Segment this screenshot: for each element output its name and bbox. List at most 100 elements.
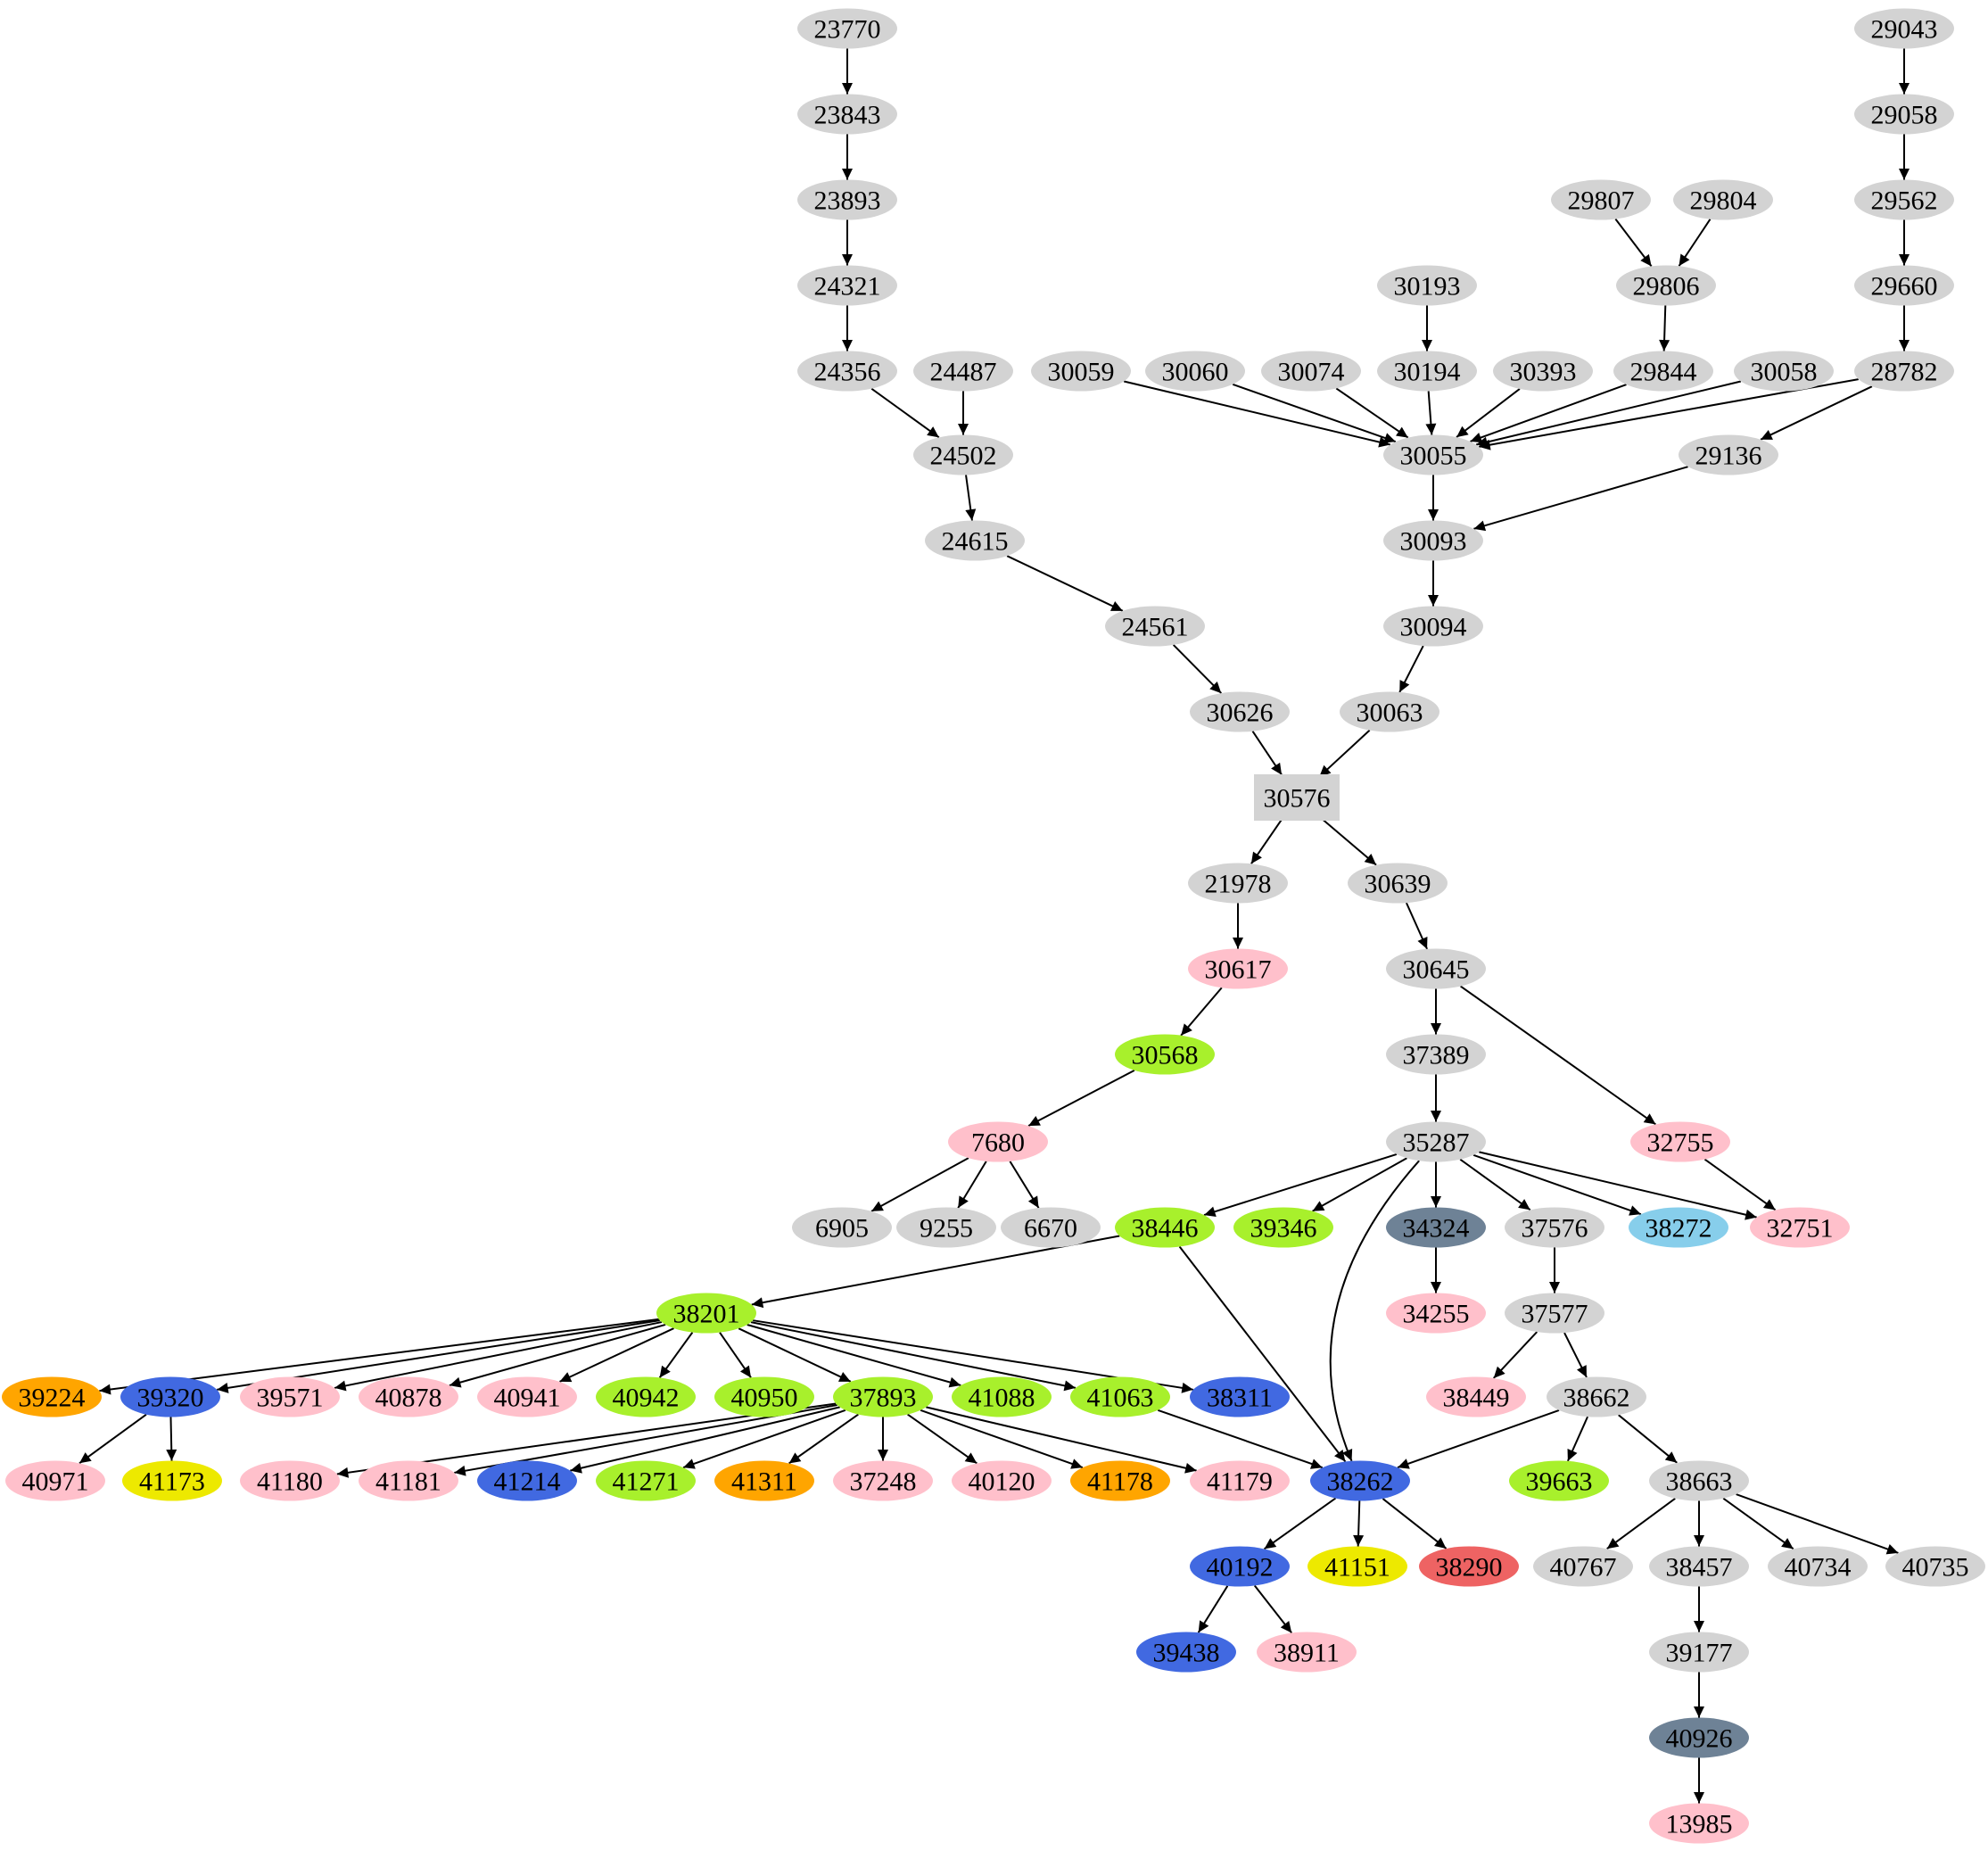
- graph-node-30393: 30393: [1493, 351, 1593, 392]
- edge-38662-38262: [1397, 1409, 1560, 1469]
- node-ellipse-shape: [240, 1376, 340, 1417]
- graph-node-30568: 30568: [1115, 1034, 1215, 1075]
- node-ellipse-shape: [833, 1376, 933, 1417]
- edge-39320-40971: [78, 1413, 147, 1465]
- graph-node-30193: 30193: [1377, 265, 1477, 306]
- graph-node-29844: 29844: [1613, 351, 1713, 392]
- edge-32755-32751: [1703, 1158, 1777, 1211]
- node-label: 40192: [1207, 1553, 1274, 1582]
- node-label: 39571: [257, 1384, 324, 1413]
- node-ellipse-shape: [1386, 948, 1486, 989]
- graph-node-41311: 41311: [714, 1460, 814, 1501]
- node-ellipse-shape: [1310, 1460, 1410, 1501]
- node-label: 30058: [1751, 358, 1818, 387]
- graph-node-32751: 32751: [1750, 1207, 1850, 1248]
- graph-node-41179: 41179: [1190, 1460, 1290, 1501]
- node-label: 38262: [1327, 1467, 1394, 1497]
- node-label: 24615: [942, 527, 1009, 557]
- graph-node-7680: 7680: [948, 1121, 1048, 1162]
- node-ellipse-shape: [1854, 265, 1954, 306]
- node-label: 30193: [1394, 272, 1461, 302]
- graph-node-29806: 29806: [1616, 265, 1716, 306]
- edge-24561-30626: [1172, 644, 1223, 694]
- graph-node-29136: 29136: [1679, 434, 1778, 475]
- node-ellipse-shape: [5, 1460, 105, 1501]
- node-ellipse-shape: [1649, 1803, 1749, 1844]
- node-ellipse-shape: [1001, 1207, 1101, 1248]
- graph-node-32755: 32755: [1630, 1121, 1730, 1162]
- graph-node-6905: 6905: [792, 1207, 892, 1248]
- graph-node-35287: 35287: [1386, 1121, 1486, 1162]
- node-label: 41179: [1207, 1467, 1273, 1497]
- graph-node-41063: 41063: [1070, 1376, 1170, 1417]
- node-label: 41214: [494, 1467, 561, 1497]
- node-ellipse-shape: [797, 94, 897, 135]
- node-label: 41271: [613, 1467, 680, 1497]
- node-label: 7680: [971, 1128, 1025, 1158]
- node-label: 39177: [1666, 1639, 1733, 1668]
- node-ellipse-shape: [1386, 1121, 1486, 1162]
- graph-node-39663: 39663: [1509, 1460, 1609, 1501]
- node-ellipse-shape: [896, 1207, 996, 1248]
- node-ellipse-shape: [1386, 1207, 1486, 1248]
- node-label: 13985: [1666, 1810, 1733, 1839]
- graph-node-30074: 30074: [1261, 351, 1361, 392]
- graph-node-30063: 30063: [1340, 691, 1439, 732]
- node-ellipse-shape: [2, 1376, 102, 1417]
- node-ellipse-shape: [359, 1376, 458, 1417]
- edge-35287-38262: [1329, 1160, 1420, 1462]
- node-ellipse-shape: [1377, 265, 1477, 306]
- node-label: 30626: [1207, 698, 1274, 728]
- graph-node-30059: 30059: [1031, 351, 1131, 392]
- graph-node-40878: 40878: [359, 1376, 458, 1417]
- edge-24615-24561: [1006, 555, 1124, 612]
- node-ellipse-shape: [1885, 1546, 1985, 1587]
- graph-node-39346: 39346: [1233, 1207, 1333, 1248]
- node-ellipse-shape: [1188, 948, 1288, 989]
- node-ellipse-shape: [1070, 1460, 1170, 1501]
- graph-node-38311: 38311: [1190, 1376, 1290, 1417]
- node-label: 41180: [257, 1467, 323, 1497]
- node-label: 34324: [1403, 1214, 1470, 1244]
- node-ellipse-shape: [948, 1121, 1048, 1162]
- edge-30568-7680: [1027, 1069, 1135, 1128]
- edge-29806-29844: [1659, 305, 1670, 351]
- node-label: 40767: [1550, 1553, 1617, 1582]
- node-ellipse-shape: [1261, 351, 1361, 392]
- graph-node-40734: 40734: [1768, 1546, 1868, 1587]
- node-label: 38662: [1563, 1384, 1630, 1413]
- node-ellipse-shape: [797, 265, 897, 306]
- graph-node-37893: 37893: [833, 1376, 933, 1417]
- node-ellipse-shape: [792, 1207, 892, 1248]
- node-ellipse-shape: [122, 1460, 222, 1501]
- graph-node-9255: 9255: [896, 1207, 996, 1248]
- node-ellipse-shape: [1768, 1546, 1868, 1587]
- node-label: 24487: [930, 358, 997, 387]
- node-label: 38663: [1666, 1467, 1733, 1497]
- edges-layer: [78, 48, 1910, 1804]
- node-ellipse-shape: [1649, 1717, 1749, 1758]
- node-label: 38446: [1132, 1214, 1199, 1244]
- edge-37893-41214: [570, 1406, 840, 1474]
- node-label: 30576: [1264, 784, 1331, 814]
- graph-node-29043: 29043: [1854, 8, 1954, 49]
- node-ellipse-shape: [952, 1376, 1052, 1417]
- node-label: 28782: [1871, 358, 1938, 387]
- node-label: 41173: [139, 1467, 205, 1497]
- node-label: 30060: [1162, 358, 1229, 387]
- node-ellipse-shape: [1340, 691, 1439, 732]
- node-label: 30393: [1510, 358, 1577, 387]
- node-ellipse-shape: [913, 351, 1013, 392]
- node-label: 39320: [137, 1384, 204, 1413]
- graph-node-41181: 41181: [359, 1460, 458, 1501]
- graph-node-38457: 38457: [1649, 1546, 1749, 1587]
- edge-37893-41311: [788, 1413, 859, 1465]
- graph-node-6670: 6670: [1001, 1207, 1101, 1248]
- node-ellipse-shape: [714, 1376, 814, 1417]
- node-label: 41178: [1087, 1467, 1153, 1497]
- node-ellipse-shape: [120, 1376, 220, 1417]
- node-label: 38311: [1207, 1384, 1273, 1413]
- edge-38201-37893: [738, 1327, 852, 1383]
- node-label: 41088: [969, 1384, 1035, 1413]
- node-label: 6670: [1024, 1214, 1077, 1244]
